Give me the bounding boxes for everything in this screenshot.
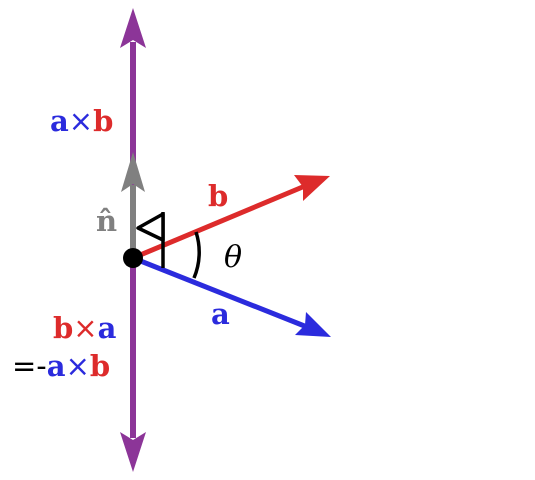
vector-b-arrowhead	[294, 175, 330, 201]
label-a-cross-b: a×b	[50, 104, 113, 138]
label-b-cross-a-op: ×	[73, 311, 97, 345]
vector-a-shaft	[132, 255, 308, 330]
label-equals-neg-first: a	[47, 349, 66, 383]
label-equals-neg-op: ×	[66, 349, 90, 383]
label-b-cross-a-second: a	[98, 311, 117, 345]
label-equals-neg-a-cross-b: =-a×b	[12, 349, 110, 383]
cross-product-arrowhead-down	[120, 432, 146, 472]
label-a-cross-b-first: a	[50, 104, 69, 138]
vector-a-arrowhead	[295, 312, 331, 337]
angle-arc	[192, 231, 201, 279]
label-theta: θ	[224, 240, 242, 275]
label-b-cross-a: b×a	[53, 311, 117, 345]
label-equals-neg-second: b	[90, 349, 110, 383]
origin-point	[123, 248, 143, 268]
label-a-cross-b-second: b	[93, 104, 113, 138]
label-b-cross-a-first: b	[53, 311, 73, 345]
cross-product-arrowhead-up	[120, 8, 146, 48]
label-equals-neg-prefix: =-	[12, 349, 47, 383]
flag-icon	[136, 212, 165, 242]
label-vector-a: a	[211, 297, 230, 331]
label-vector-b: b	[208, 179, 228, 213]
label-a-cross-b-op: ×	[69, 104, 93, 138]
normal-vector-arrowhead	[121, 152, 145, 192]
label-n-hat: n̂	[96, 204, 117, 238]
